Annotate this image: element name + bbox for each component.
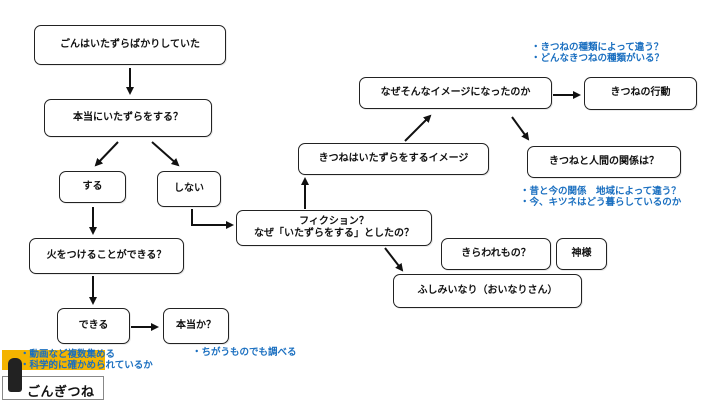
arrow-fiction-to-inari	[384, 247, 404, 272]
node-image: きつねはいたずらをするイメージ	[298, 143, 489, 175]
node-behavior: きつねの行動	[584, 77, 697, 110]
arrow-no-to-fiction	[191, 209, 234, 229]
node-fiction: フィクション？ なぜ「いたずらをする」としたの？	[236, 210, 432, 246]
node-yes: する	[59, 171, 126, 203]
gongitsune-logo: ごんぎつね	[2, 350, 105, 402]
node-question-mischief: 本当にいたずらをする？	[44, 99, 212, 137]
node-why-image: なぜそんなイメージになったのか	[359, 77, 552, 109]
node-no: しない	[157, 171, 221, 207]
node-fire: 火をつけることができる？	[29, 238, 184, 274]
logo-frame	[2, 376, 104, 400]
node-disliked: きらわれもの？	[441, 238, 551, 270]
fox-silhouette-icon	[8, 358, 22, 392]
node-start: ごんはいたずらばかりしていた	[34, 25, 226, 65]
node-inari: ふしみいなり（おいなりさん）	[393, 274, 582, 308]
note-video: ・動画など複数集める ・科学的に確かめられているか	[20, 349, 153, 372]
node-god: 神様	[556, 238, 607, 270]
node-relation: きつねと人間の関係は？	[527, 146, 681, 178]
note-different: ・ちがうものでも調べる	[192, 347, 297, 358]
logo-bar	[2, 350, 105, 370]
logo-title: ごんぎつね	[27, 385, 95, 400]
arrow-image-to-why	[404, 114, 432, 142]
arrow-why-to-relation	[511, 116, 530, 141]
node-really: 本当か？	[163, 308, 229, 344]
arrow-question-to-yes	[94, 141, 119, 167]
arrow-question-to-no	[151, 141, 180, 167]
note-species: ・きつねの種類によって違う？ ・どんなきつねの種類がいる？	[531, 42, 665, 65]
note-past-present: ・昔と今の関係 地域によって違う？ ・今、キツネはどう暮らしているのか	[520, 186, 682, 209]
node-can: できる	[57, 308, 130, 344]
